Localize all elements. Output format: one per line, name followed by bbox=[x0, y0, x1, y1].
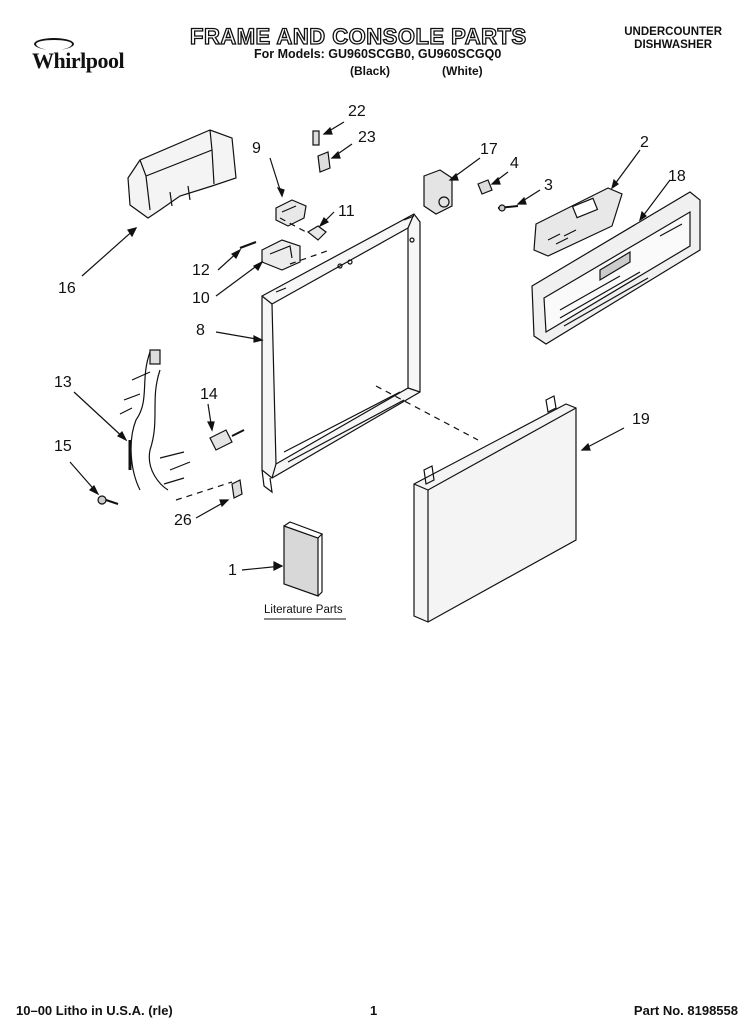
part-1-literature bbox=[283, 521, 324, 597]
alignment-lines bbox=[175, 217, 479, 501]
part-26-clip bbox=[231, 479, 243, 499]
part-17-switch bbox=[423, 169, 453, 215]
callout-8: 8 bbox=[196, 322, 205, 339]
part-8-frame bbox=[261, 213, 421, 494]
callout-22: 22 bbox=[348, 103, 366, 120]
part-3-screw bbox=[497, 204, 519, 212]
callout-2: 2 bbox=[640, 134, 649, 151]
part-4-clip bbox=[477, 179, 493, 195]
part-19-door-panel bbox=[413, 395, 577, 623]
part-9-switch bbox=[275, 199, 307, 227]
callout-4: 4 bbox=[510, 155, 519, 172]
callout-16: 16 bbox=[58, 280, 76, 297]
part-22-clip bbox=[312, 130, 320, 146]
part-18-console-panel bbox=[531, 191, 701, 345]
callout-10: 10 bbox=[192, 290, 210, 307]
footer-part-number: Part No. 8198558 bbox=[633, 1003, 738, 1018]
product-line-1: UNDERCOUNTER bbox=[624, 26, 722, 38]
callout-17: 17 bbox=[480, 141, 498, 158]
callout-18: 18 bbox=[668, 168, 686, 185]
part-16-shroud bbox=[127, 129, 237, 219]
part-23-clip bbox=[317, 151, 331, 173]
whirlpool-logo: Whirlpool bbox=[26, 38, 154, 82]
callout-15: 15 bbox=[54, 438, 72, 455]
models-line: For Models: GU960SCGB0, GU960SCGQ0 bbox=[254, 47, 502, 61]
color-white-label: (White) bbox=[442, 64, 483, 78]
literature-parts-label: Literature Parts bbox=[264, 604, 343, 616]
product-line-2: DISHWASHER bbox=[634, 39, 713, 51]
product-type: UNDERCOUNTER DISHWASHER bbox=[624, 26, 722, 52]
part-15-screw bbox=[97, 495, 119, 505]
part-11-connector bbox=[306, 225, 327, 241]
callout-23: 23 bbox=[358, 129, 376, 146]
callout-11: 11 bbox=[338, 203, 355, 220]
part-14-sensor bbox=[209, 429, 245, 451]
callout-1: 1 bbox=[228, 562, 237, 579]
callout-3: 3 bbox=[544, 177, 553, 194]
part-13-wire-harness bbox=[119, 349, 191, 491]
callout-9: 9 bbox=[252, 140, 261, 157]
callout-19: 19 bbox=[632, 411, 650, 428]
part-2-control-board bbox=[533, 187, 623, 257]
color-black-label: (Black) bbox=[350, 64, 391, 78]
callout-26: 26 bbox=[174, 512, 192, 529]
callout-14: 14 bbox=[200, 386, 218, 403]
part-12-pin bbox=[239, 240, 257, 250]
page-title: FRAME AND CONSOLE PARTS bbox=[189, 23, 527, 49]
leader-lines bbox=[69, 121, 671, 571]
callout-13: 13 bbox=[54, 374, 72, 391]
logo-swirl-icon bbox=[34, 38, 74, 50]
brand-name: Whirlpool bbox=[32, 48, 125, 73]
part-10-bracket bbox=[261, 239, 301, 271]
footer-litho: 10–00 Litho in U.S.A. (rle) bbox=[16, 1003, 173, 1018]
callout-12: 12 bbox=[192, 262, 210, 279]
footer-page-number: 1 bbox=[370, 1003, 378, 1018]
